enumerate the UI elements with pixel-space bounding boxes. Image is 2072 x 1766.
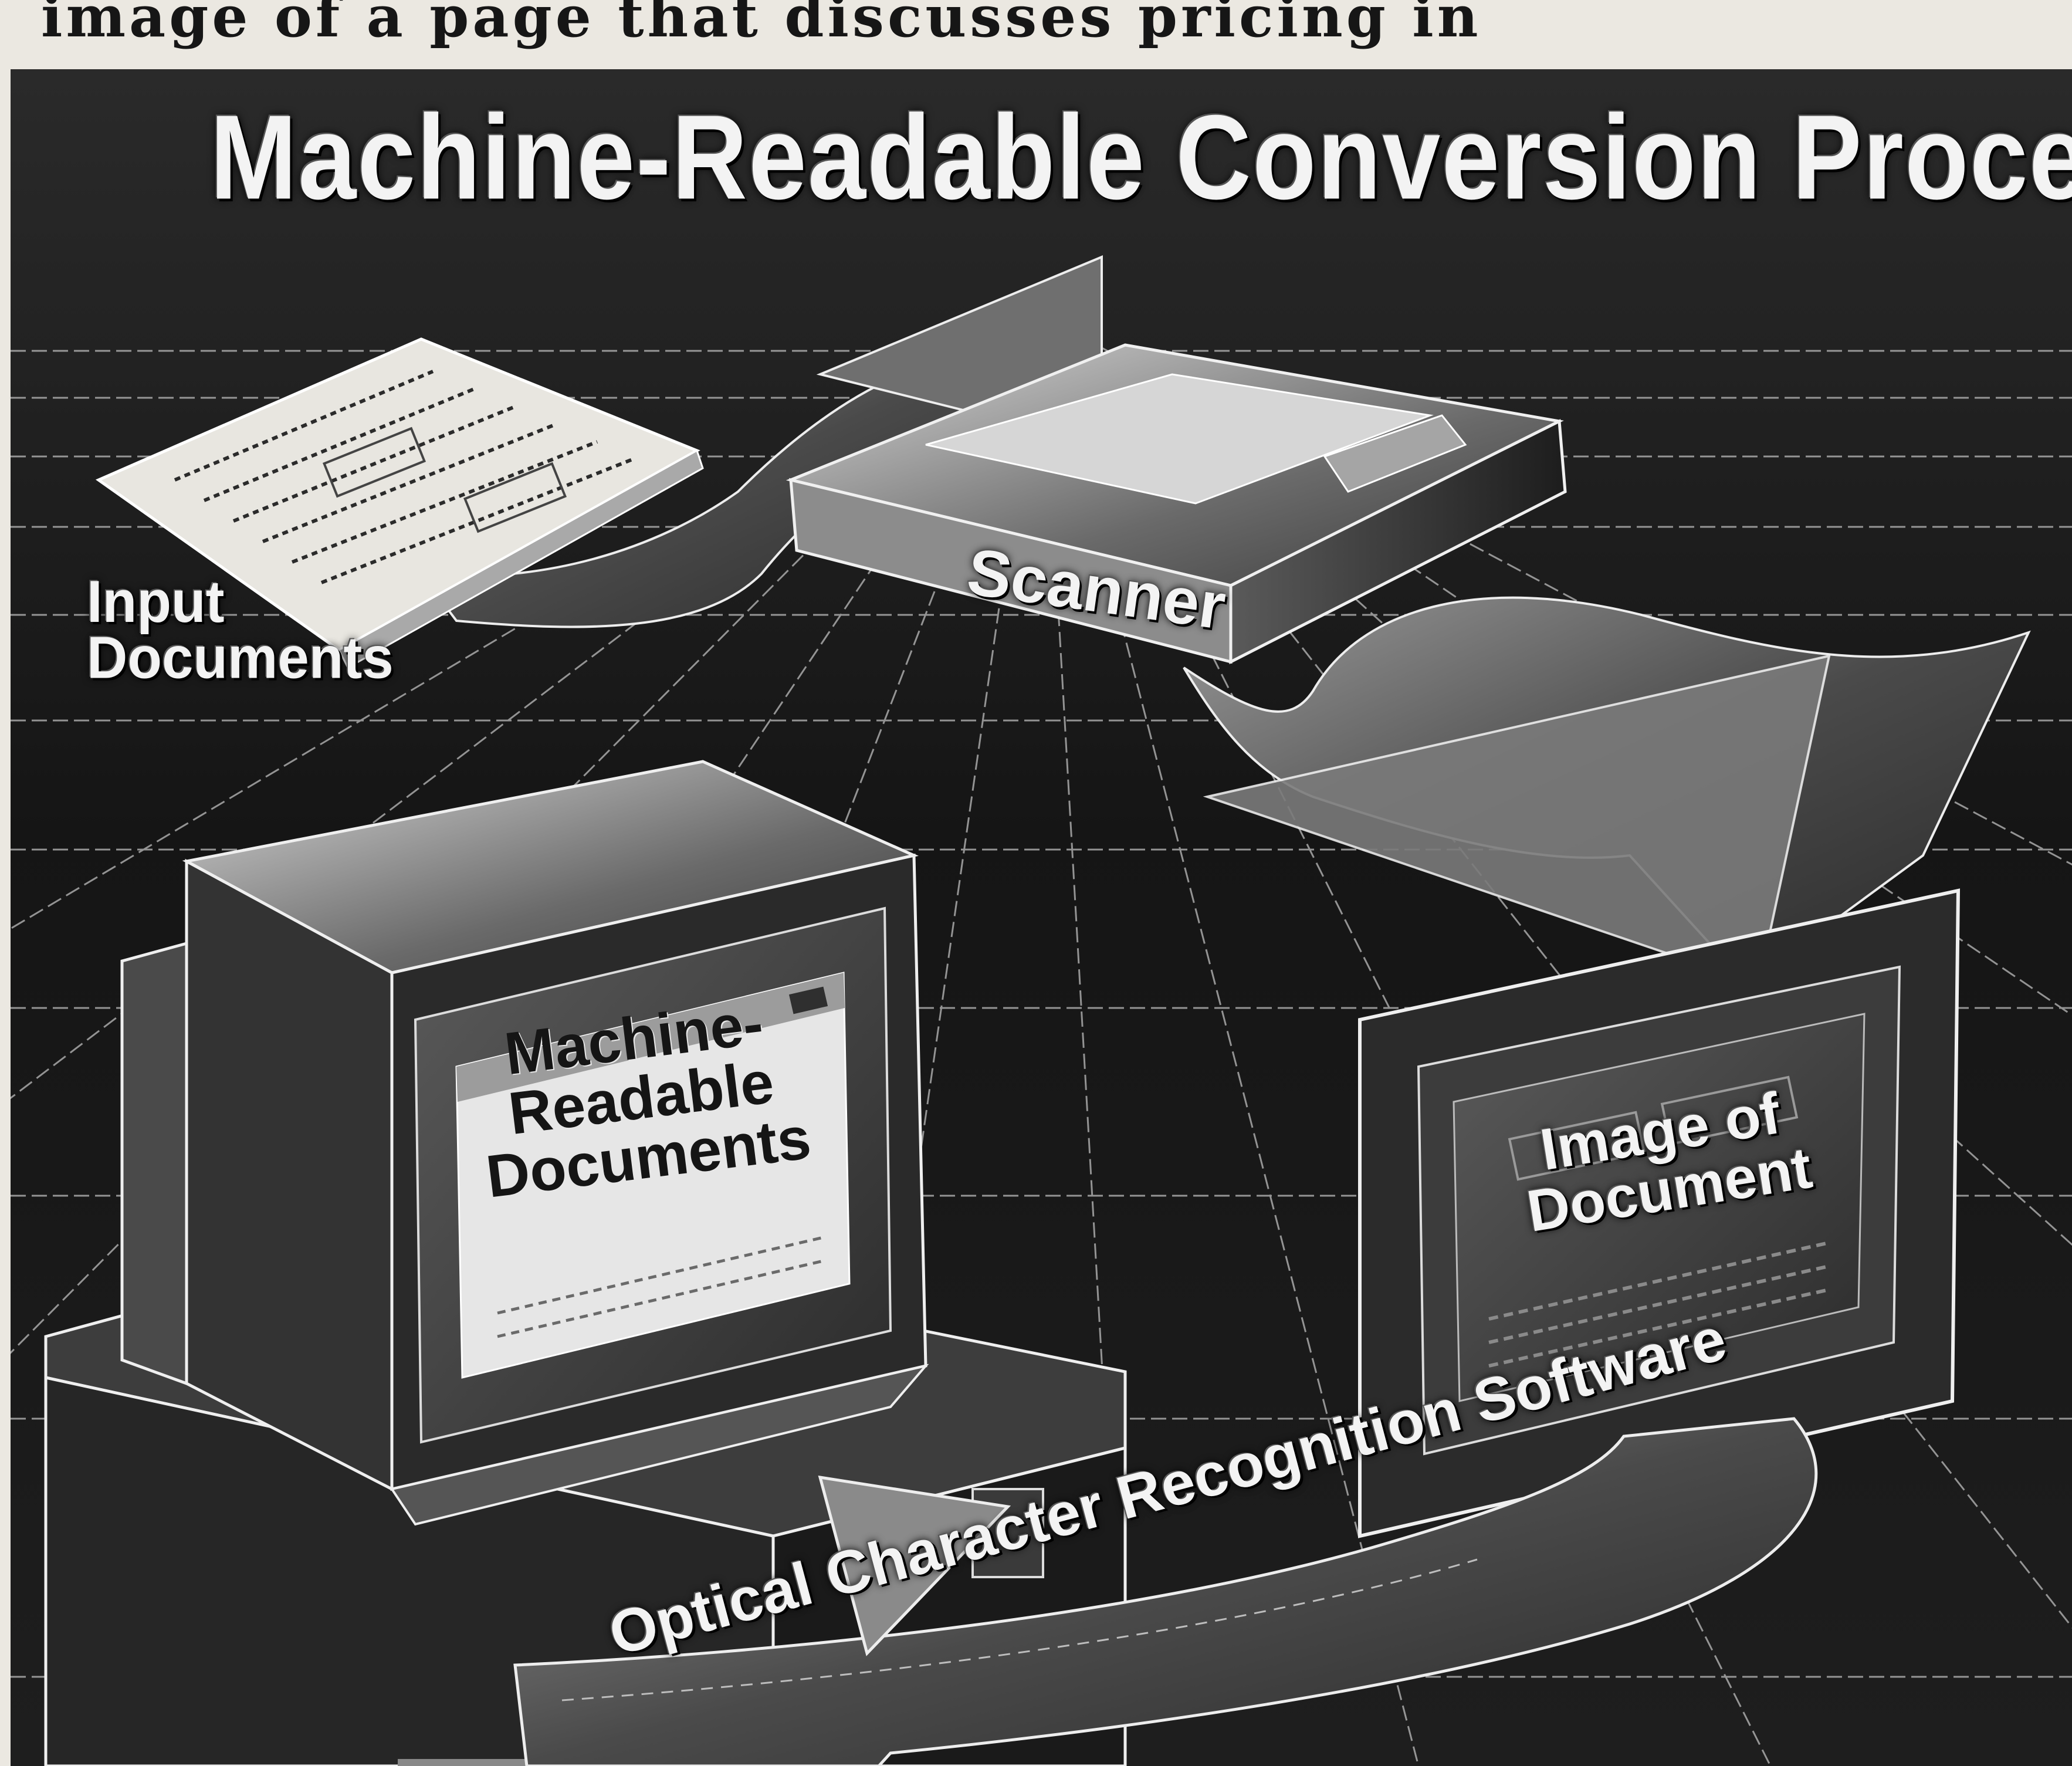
ocr-ribbon-inner — [561, 1558, 1478, 1701]
input-documents-label-line-1: Input — [87, 569, 225, 635]
input-documents-label: Input Documents — [87, 569, 394, 691]
image-monitor-illustration — [1358, 888, 1961, 1538]
ocr-ribbon — [513, 1417, 1818, 1766]
page-header-text: image of a page that discusses pricing i… — [41, 0, 1482, 50]
scanner-illustration — [786, 343, 1567, 665]
machine-readable-documents-label: Machine- Readable Documents — [464, 988, 818, 1210]
diagram-title: Machine-Readable Conversion Process — [210, 90, 2072, 225]
illustration — [11, 69, 2072, 1766]
conversion-process-figure: Machine-Readable Conversion Process Inpu… — [11, 69, 2072, 1766]
input-documents-illustration — [95, 337, 704, 669]
ribbon-image-arrow-head — [1203, 654, 1831, 986]
input-documents-label-line-2: Documents — [87, 625, 394, 691]
ocr-arrow-head — [818, 1475, 1011, 1656]
